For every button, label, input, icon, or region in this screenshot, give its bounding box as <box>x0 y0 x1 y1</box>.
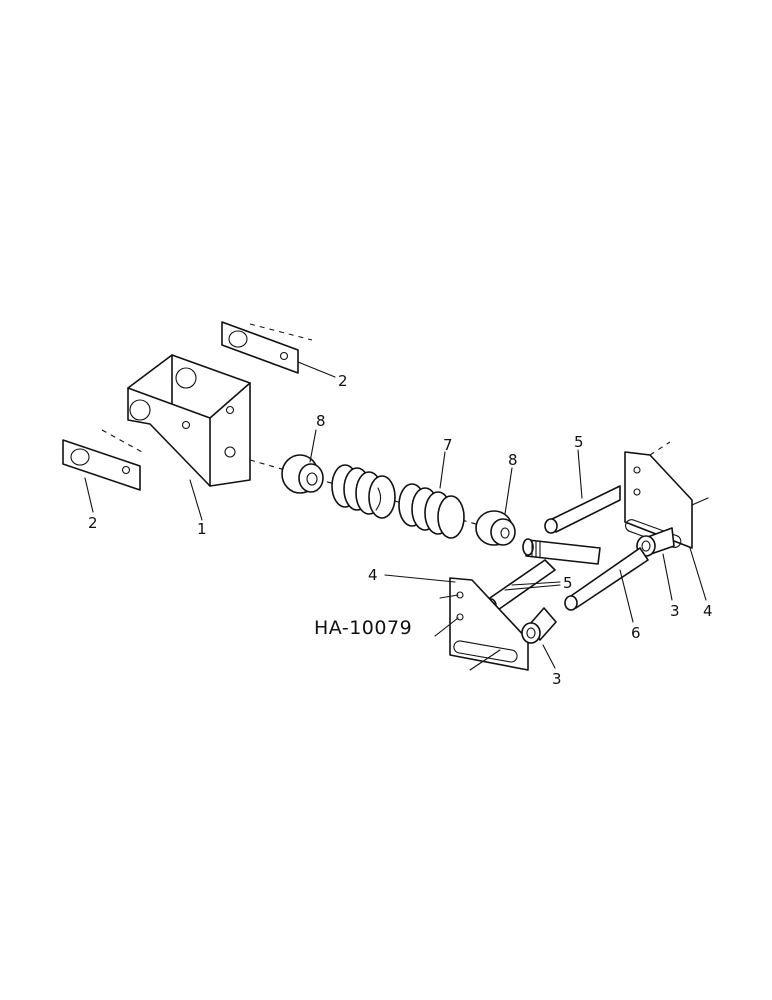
callout-side-plate-front: 4 <box>368 566 378 584</box>
bushing-right <box>636 527 675 557</box>
callout-bushing-right: 3 <box>670 602 680 620</box>
callout-rod-bottom: 6 <box>631 624 641 642</box>
rod-connecting <box>485 559 561 614</box>
callout-washer-left: 8 <box>316 412 326 430</box>
callout-spring: 7 <box>443 436 453 454</box>
bushing-front <box>521 607 557 644</box>
callout-rod-top: 5 <box>574 433 584 451</box>
washer-left <box>281 454 324 494</box>
rod-top <box>544 485 621 534</box>
reference-code: HA-10079 <box>314 617 412 639</box>
side-plate-rear <box>624 441 693 549</box>
callout-washer-right: 8 <box>508 451 518 469</box>
callout-rod-middle: 5 <box>563 574 573 592</box>
plate-top <box>221 321 313 374</box>
callout-plate-left: 2 <box>88 514 98 532</box>
rod-middle <box>522 538 601 565</box>
plate-left <box>62 429 143 491</box>
bracket <box>127 354 251 487</box>
callout-side-plate-rear: 4 <box>703 602 713 620</box>
leader-lines <box>84 361 709 671</box>
side-plate-front <box>449 577 529 671</box>
washer-right <box>475 510 516 546</box>
callout-bushing-front: 3 <box>552 670 562 688</box>
spring <box>331 464 465 539</box>
callout-bracket: 1 <box>197 520 207 538</box>
callout-plate-top: 2 <box>338 372 348 390</box>
rod-bottom <box>564 547 649 611</box>
